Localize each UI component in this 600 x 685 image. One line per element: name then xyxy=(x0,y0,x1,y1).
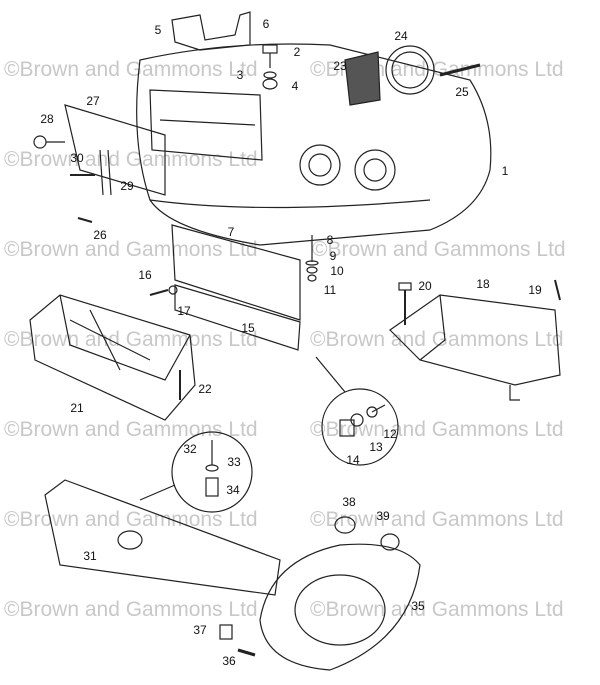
callout-29[interactable]: 29 xyxy=(120,179,134,193)
callout-34[interactable]: 34 xyxy=(226,483,240,497)
bracket xyxy=(171,11,251,51)
callout-27[interactable]: 27 xyxy=(86,94,100,108)
callout-16[interactable]: 16 xyxy=(138,268,152,282)
callout-25[interactable]: 25 xyxy=(455,85,469,99)
callout-39[interactable]: 39 xyxy=(376,509,390,523)
callout-2[interactable]: 2 xyxy=(293,45,301,59)
callout-1[interactable]: 1 xyxy=(501,164,509,178)
grille xyxy=(344,51,381,106)
callout-26[interactable]: 26 xyxy=(93,228,107,242)
callout-20[interactable]: 20 xyxy=(418,279,432,293)
callout-23[interactable]: 23 xyxy=(333,59,347,73)
callout-12[interactable]: 12 xyxy=(383,427,397,441)
callout-32[interactable]: 32 xyxy=(183,442,197,456)
callout-36[interactable]: 36 xyxy=(222,654,236,668)
callout-21[interactable]: 21 xyxy=(70,401,84,415)
callout-3[interactable]: 3 xyxy=(236,68,244,82)
callout-14[interactable]: 14 xyxy=(346,453,360,467)
callout-17[interactable]: 17 xyxy=(177,304,191,318)
callout-6[interactable]: 6 xyxy=(262,17,270,31)
callout-37[interactable]: 37 xyxy=(193,623,207,637)
callout-4[interactable]: 4 xyxy=(291,79,299,93)
front-bumper xyxy=(136,43,492,246)
callout-13[interactable]: 13 xyxy=(369,440,383,454)
callout-9[interactable]: 9 xyxy=(329,249,337,263)
callout-11[interactable]: 11 xyxy=(323,283,337,297)
callout-33[interactable]: 33 xyxy=(227,455,241,469)
callout-35[interactable]: 35 xyxy=(411,599,425,613)
callout-28[interactable]: 28 xyxy=(40,112,54,126)
callout-19[interactable]: 19 xyxy=(528,283,542,297)
callout-24[interactable]: 24 xyxy=(394,29,408,43)
callout-31[interactable]: 31 xyxy=(83,549,97,563)
callout-8[interactable]: 8 xyxy=(326,233,334,247)
callout-7[interactable]: 7 xyxy=(227,225,235,239)
callout-38[interactable]: 38 xyxy=(342,495,356,509)
callout-18[interactable]: 18 xyxy=(476,277,490,291)
callout-5[interactable]: 5 xyxy=(154,23,162,37)
callout-30[interactable]: 30 xyxy=(70,151,84,165)
callout-10[interactable]: 10 xyxy=(330,264,344,278)
callout-15[interactable]: 15 xyxy=(241,321,255,335)
callout-22[interactable]: 22 xyxy=(198,382,212,396)
